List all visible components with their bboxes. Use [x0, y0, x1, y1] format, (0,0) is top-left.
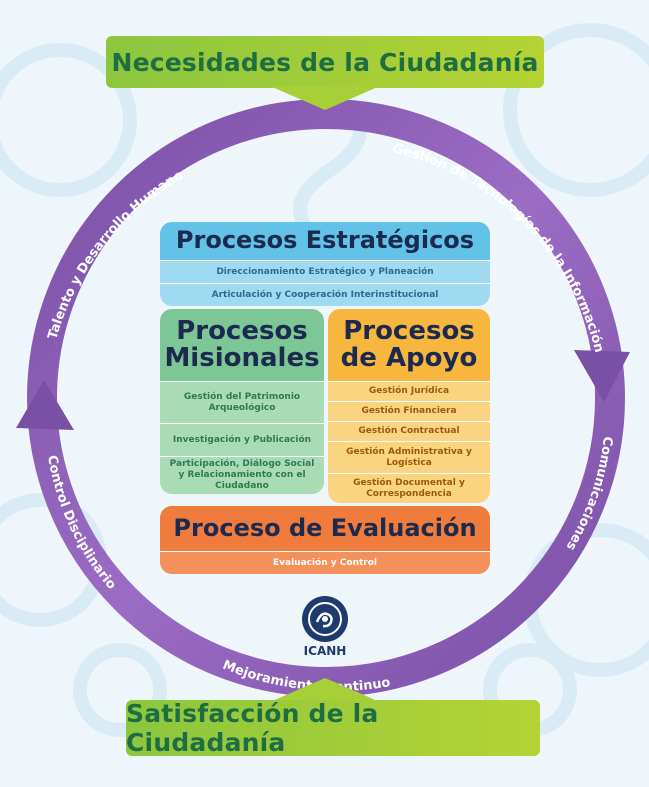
misionales-item: Gestión del Patrimonio Arqueológico [160, 381, 324, 423]
evaluacion-item: Evaluación y Control [160, 551, 490, 574]
icanh-seal-icon [302, 596, 348, 642]
top-banner: Necesidades de la Ciudadanía [106, 36, 544, 88]
top-banner-text: Necesidades de la Ciudadanía [111, 47, 539, 77]
bottom-banner: Satisfacción de la Ciudadanía [126, 699, 540, 757]
bottom-banner-arrow-icon [270, 678, 380, 702]
misionales-title: Procesos Misionales [160, 309, 324, 381]
apoyo-item: Gestión Documental y Correspondencia [328, 473, 490, 503]
top-banner-arrow-icon [270, 86, 380, 110]
procesos-estrategicos: Procesos Estratégicos Direccionamiento E… [160, 222, 490, 306]
proceso-evaluacion: Proceso de Evaluación Evaluación y Contr… [160, 506, 490, 574]
apoyo-title: Procesos de Apoyo [328, 309, 490, 381]
bottom-banner-text: Satisfacción de la Ciudadanía [126, 699, 379, 757]
misionales-item: Investigación y Publicación [160, 423, 324, 456]
procesos-misionales: Procesos Misionales Gestión del Patrimon… [160, 309, 324, 494]
icanh-name: ICANH [303, 644, 347, 658]
misionales-title-line1: Procesos [176, 315, 308, 346]
apoyo-item: Gestión Contractual [328, 421, 490, 441]
procesos-apoyo: Procesos de Apoyo Gestión Jurídica Gesti… [328, 309, 490, 503]
estrategicos-item: Direccionamiento Estratégico y Planeació… [160, 260, 490, 283]
estrategicos-title: Procesos Estratégicos [160, 222, 490, 260]
arrow-right-icon [574, 350, 630, 402]
apoyo-item: Gestión Jurídica [328, 381, 490, 401]
estrategicos-item: Articulación y Cooperación Interinstituc… [160, 283, 490, 306]
apoyo-item: Gestión Financiera [328, 401, 490, 421]
misionales-item: Participación, Diálogo Social y Relacion… [160, 456, 324, 494]
apoyo-title-line2: de Apoyo [340, 343, 478, 373]
icanh-logo: ICANH [296, 596, 354, 658]
arrow-left-icon [16, 380, 74, 430]
apoyo-item: Gestión Administrativa y Logística [328, 441, 490, 473]
misionales-title-line2: Misionales [164, 343, 320, 373]
evaluacion-title: Proceso de Evaluación [160, 506, 490, 551]
apoyo-title-line1: Procesos [343, 315, 475, 346]
